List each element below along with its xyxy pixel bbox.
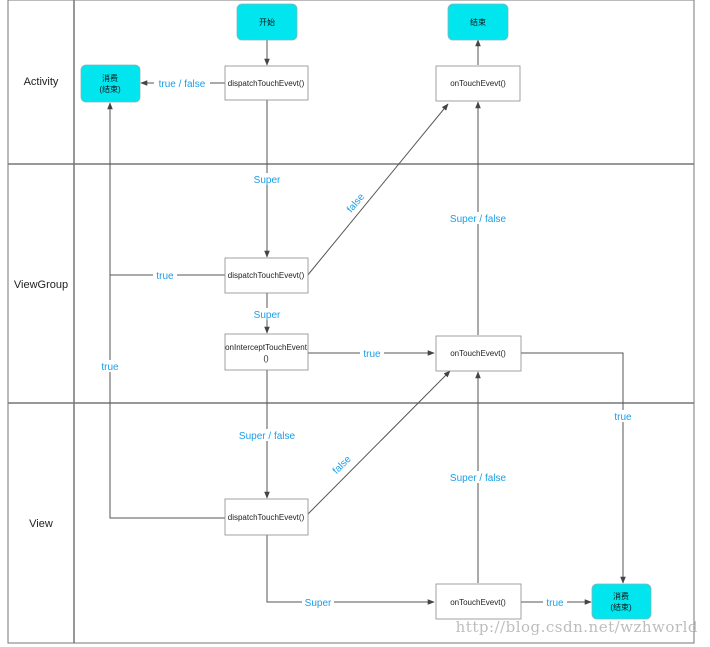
edge-labels: true / false Super false Super / false t…: [98, 77, 635, 609]
label-true-false-activity: true / false: [159, 79, 206, 90]
edge-view-dispatch-to-vg-ontouch: [306, 370, 451, 516]
edge-vg-dispatch-to-activity-ontouch: [306, 103, 449, 277]
node-vg-dispatch-box: [224, 257, 309, 294]
terminal-start: 开始: [236, 3, 298, 41]
terminal-consume-view-line-2: (结束): [610, 602, 632, 612]
outer-border: [7, 0, 695, 644]
label-super-1: Super: [254, 175, 281, 186]
label-backing: [448, 471, 508, 483]
terminal-end: 结束: [447, 3, 509, 41]
terminal-consume-activity-box: [80, 64, 141, 103]
terminal-consume-view-line-1: 消费: [613, 591, 629, 601]
edge-view-dispatch-true-to-consume: [107, 102, 225, 519]
label-super-3: Super: [305, 598, 332, 609]
terminal-start-box: [236, 3, 298, 41]
terminal-consume-activity-line-1: 消费: [102, 73, 118, 83]
terminal-end-label: 结束: [470, 17, 486, 27]
connectors: [107, 39, 626, 605]
node-view-dispatch-label: dispatchTouchEvevt(): [228, 513, 305, 522]
node-view-dispatch: dispatchTouchEvevt(): [224, 498, 309, 536]
node-activity-dispatch: dispatchTouchEvevt(): [224, 65, 309, 101]
node-vg-intercept-line-1: onInterceptTouchEvent: [225, 343, 308, 352]
node-vg-intercept: onInterceptTouchEvent (): [224, 333, 309, 371]
terminal-consume-view: 消费 (结束): [591, 583, 652, 620]
node-view-dispatch-box: [224, 498, 309, 536]
label-backing: [251, 308, 283, 320]
lane-label-activity: Activity: [24, 76, 59, 88]
node-vg-intercept-line-2: (): [263, 354, 269, 363]
edge-view-dispatch-to-view-ontouch: [266, 535, 435, 605]
label-backing: [302, 596, 334, 608]
label-super-false-3: Super / false: [450, 473, 507, 484]
label-backing: [360, 347, 384, 359]
label-true-vg: true: [156, 271, 174, 282]
node-activity-dispatch-box: [224, 65, 309, 101]
label-backing: [154, 77, 210, 89]
node-vg-ontouch-label: onTouchEvevt(): [450, 349, 506, 358]
node-activity-dispatch-label: dispatchTouchEvevt(): [228, 79, 305, 88]
node-view-ontouch-box: [435, 583, 522, 620]
terminal-consume-view-box: [591, 583, 652, 620]
label-false-1: false: [345, 191, 367, 215]
label-super-2: Super: [254, 310, 281, 321]
watermark: http://blog.csdn.net/wzhworld: [456, 618, 698, 636]
label-backing: [543, 596, 567, 608]
node-activity-ontouch-label: onTouchEvevt(): [450, 79, 506, 88]
label-backing: [611, 410, 635, 422]
lane-label-viewgroup: ViewGroup: [14, 279, 68, 291]
label-backing: [448, 212, 508, 224]
label-backing: [237, 429, 297, 441]
node-vg-ontouch-box: [435, 335, 522, 372]
label-true-intercept: true: [363, 349, 381, 360]
edge-vg-ontouch-to-consume: [521, 352, 626, 584]
label-backing: [98, 360, 122, 372]
node-activity-ontouch: onTouchEvevt(): [435, 65, 521, 102]
label-true-left: true: [101, 362, 119, 373]
terminal-consume-activity-line-2: (结束): [99, 84, 121, 94]
node-view-ontouch-label: onTouchEvevt(): [450, 598, 506, 607]
terminal-end-box: [447, 3, 509, 41]
terminal-start-label: 开始: [259, 17, 275, 27]
label-super-false-1: Super / false: [450, 214, 507, 225]
label-false-2: false: [331, 454, 354, 477]
lane-label-view: View: [29, 518, 53, 530]
label-super-false-2: Super / false: [239, 431, 296, 442]
node-vg-ontouch: onTouchEvevt(): [435, 335, 522, 372]
label-backing: [153, 269, 177, 281]
node-view-ontouch: onTouchEvevt(): [435, 583, 522, 620]
label-true-right: true: [614, 412, 632, 423]
node-vg-dispatch-label: dispatchTouchEvevt(): [228, 271, 305, 280]
node-vg-dispatch: dispatchTouchEvevt(): [224, 257, 309, 294]
label-true-bottom: true: [546, 598, 564, 609]
node-vg-intercept-box: [224, 333, 309, 371]
terminal-consume-activity: 消费 (结束): [80, 64, 141, 103]
swimlane-frame: [7, 0, 695, 644]
label-backing: [251, 173, 283, 185]
node-activity-ontouch-box: [435, 65, 521, 102]
